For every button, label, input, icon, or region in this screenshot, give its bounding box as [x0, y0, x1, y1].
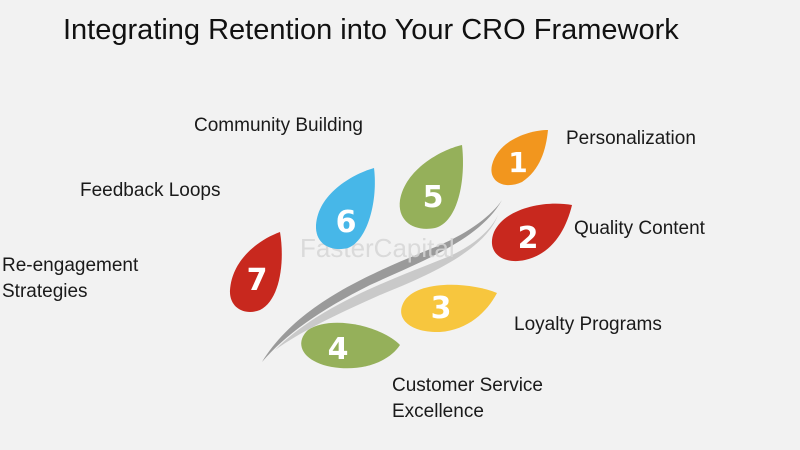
- step-7-leaf: 7: [229, 232, 282, 312]
- step-4-label: Customer Service Excellence: [392, 373, 543, 425]
- leaf-1-number: 1: [508, 146, 527, 179]
- step-3-leaf: 3: [401, 284, 497, 333]
- step-3-label: Loyalty Programs: [514, 314, 662, 335]
- step-2-leaf: 2: [491, 203, 572, 262]
- leaf-6-number: 6: [336, 205, 357, 240]
- leaf-3-shape: [401, 284, 497, 333]
- step-1-label: Personalization: [566, 128, 696, 149]
- leaf-2-number: 2: [518, 221, 539, 256]
- leaf-4-number: 4: [328, 332, 349, 367]
- step-5-label: Community Building: [194, 115, 363, 136]
- leaf-7-number: 7: [247, 263, 268, 298]
- leaf-1-shape: [491, 130, 548, 186]
- leaf-3-number: 3: [431, 291, 452, 326]
- step-4-label-line-2: Excellence: [392, 401, 484, 422]
- step-1-leaf: 1: [491, 130, 548, 186]
- swoosh-stem-light: [275, 215, 498, 350]
- leaf-2-shape: [491, 203, 572, 262]
- leaf-5-shape: [399, 145, 463, 229]
- leaf-4-shape: [301, 322, 400, 369]
- step-4-label-line-1: Customer Service: [392, 375, 543, 396]
- step-6-leaf: 6: [315, 168, 375, 250]
- page-title: Integrating Retention into Your CRO Fram…: [63, 14, 679, 46]
- step-7-label: Re-engagement Strategies: [2, 253, 138, 305]
- step-4-leaf: 4: [301, 322, 400, 369]
- step-7-label-line-2: Strategies: [2, 281, 88, 302]
- leaf-5-number: 5: [423, 180, 444, 215]
- step-7-label-line-1: Re-engagement: [2, 255, 139, 276]
- step-5-leaf: 5: [399, 145, 463, 229]
- step-6-label: Feedback Loops: [80, 180, 221, 201]
- leaf-7-shape: [229, 232, 282, 312]
- leaf-6-shape: [315, 168, 375, 250]
- step-2-label: Quality Content: [574, 218, 705, 239]
